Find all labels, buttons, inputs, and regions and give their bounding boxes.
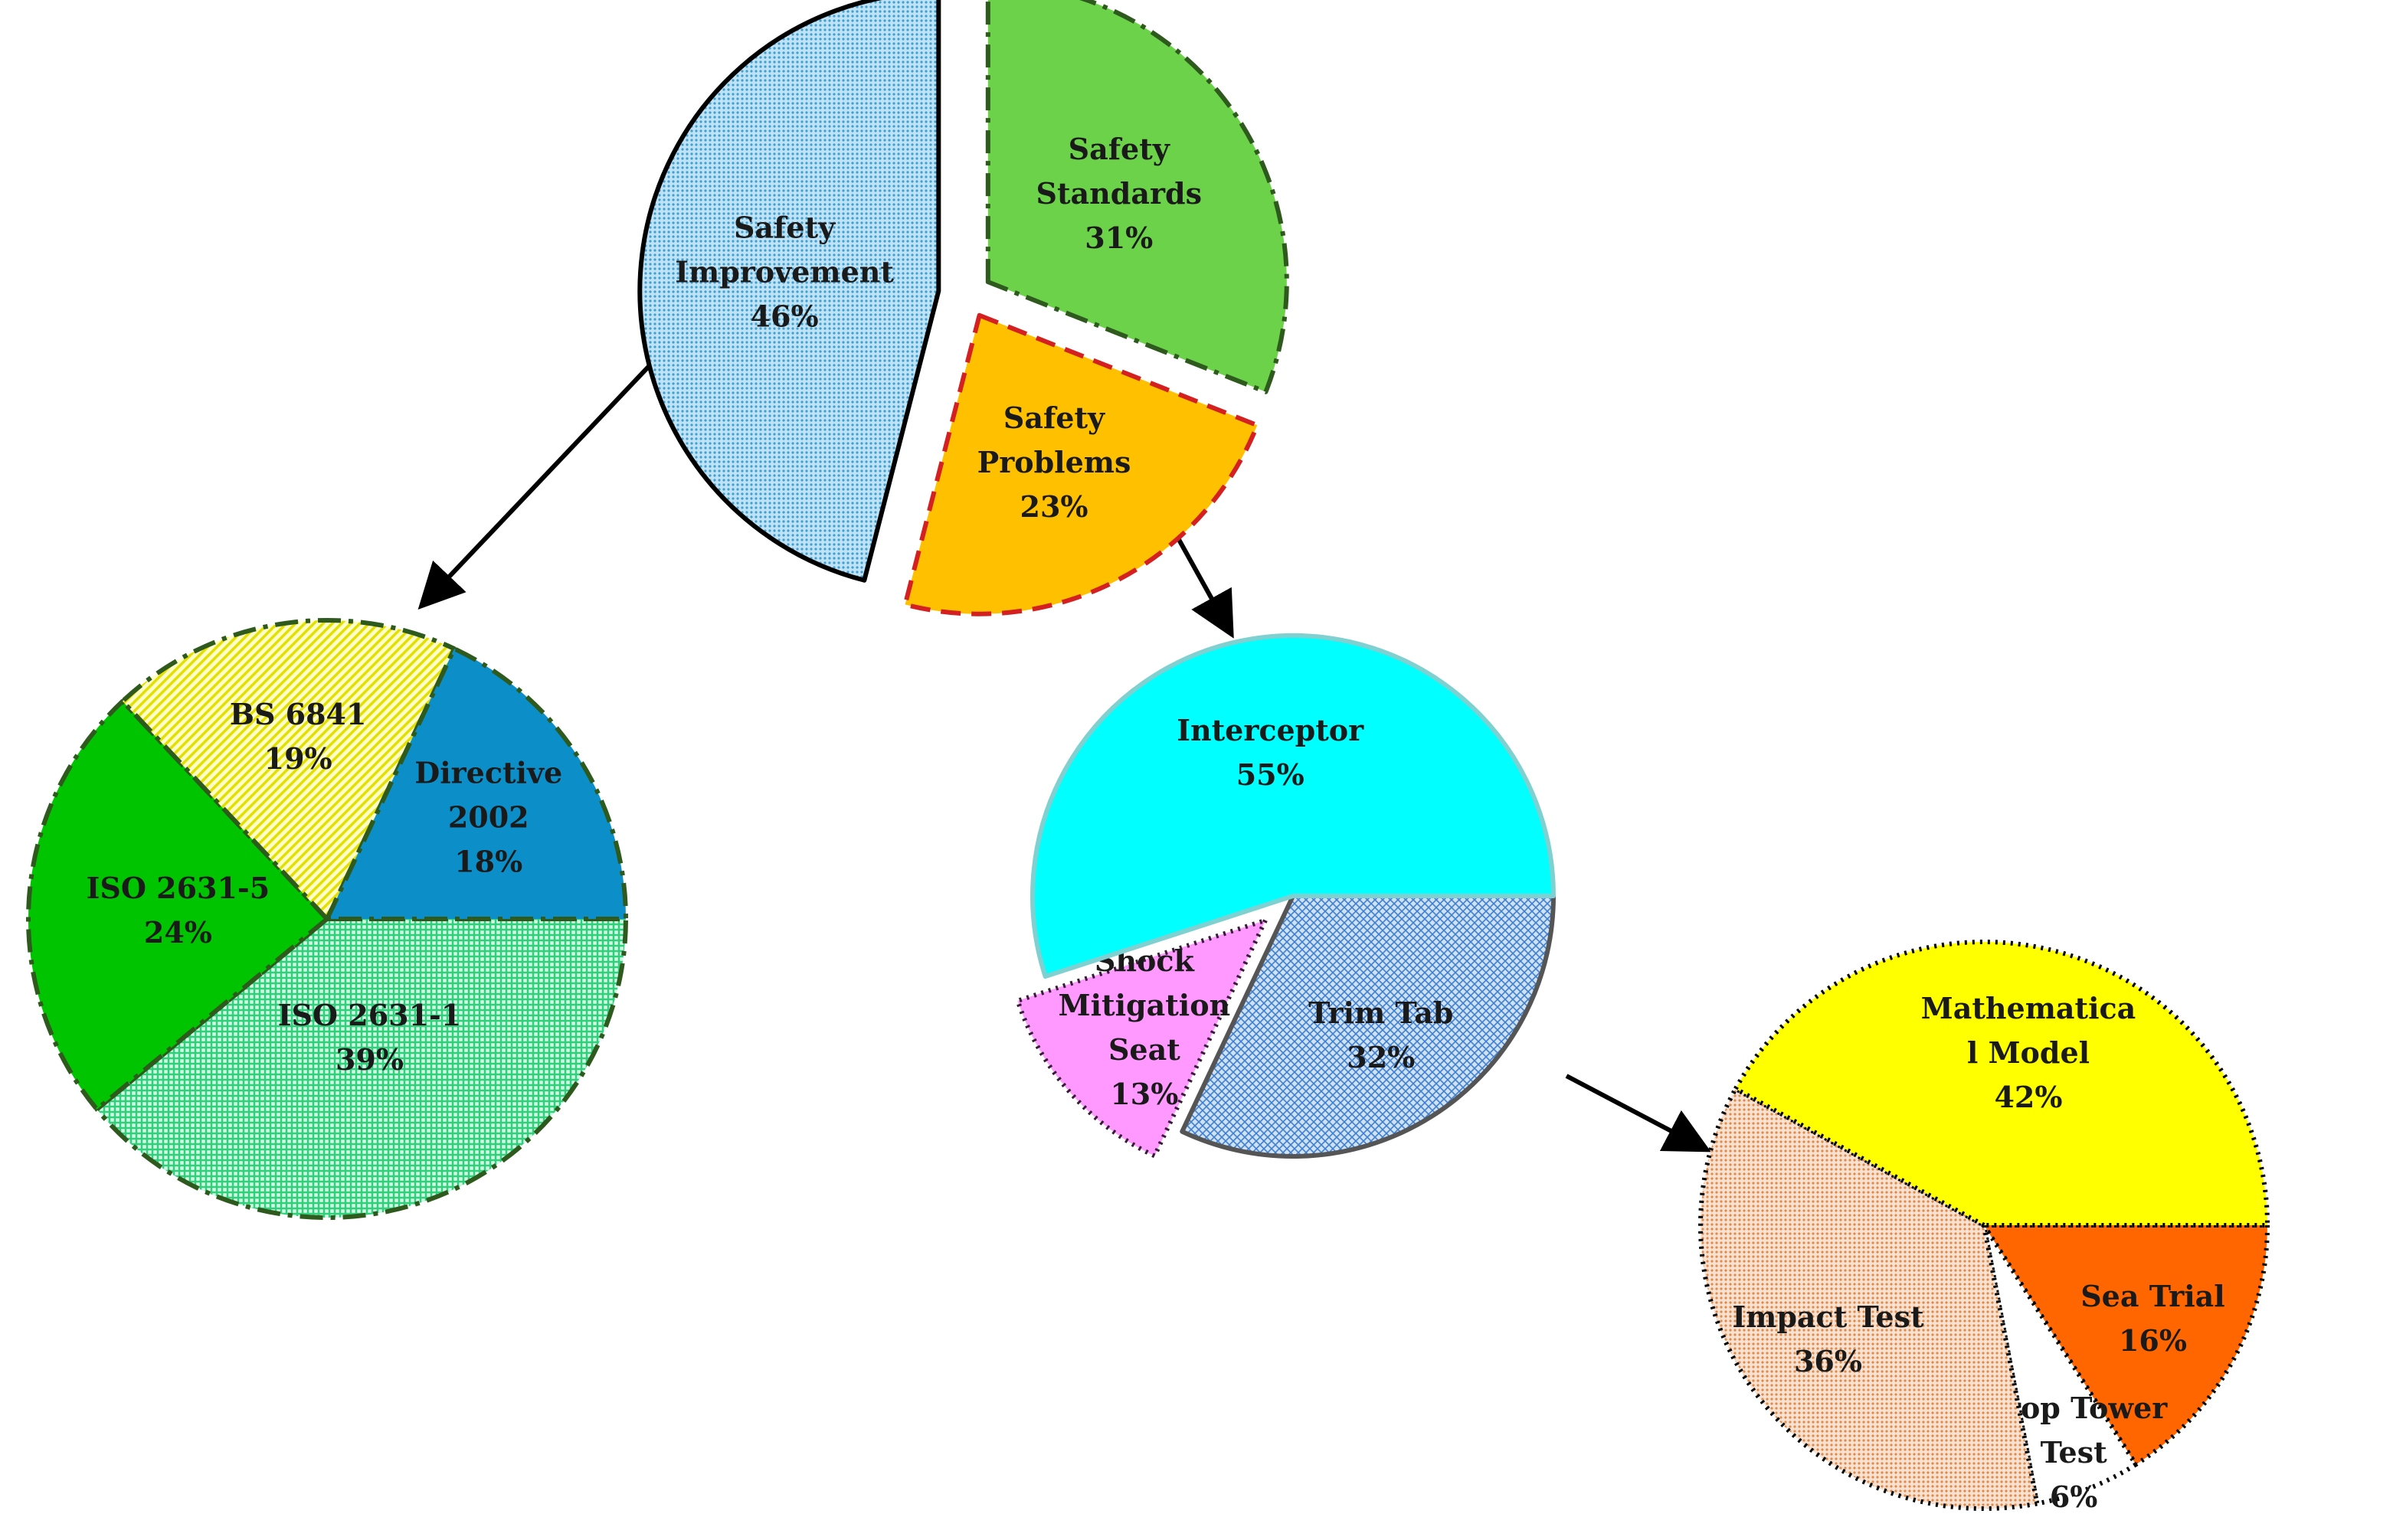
pie-slice — [985, 0, 1289, 394]
slice-label-line: Mathematica — [1921, 991, 2136, 1025]
slice-percent: 32% — [1347, 1040, 1415, 1074]
slice-label-line: Safety — [1069, 132, 1170, 166]
slice-label-line: Improvement — [675, 255, 894, 289]
pie-slice — [1030, 633, 1556, 979]
slice-label: Mathematica l Model 42% — [1921, 991, 2136, 1114]
slice-label-line: Safety — [734, 211, 836, 245]
slice-label-line: l Model — [1967, 1035, 2090, 1070]
slice-label: Impact Test 36% — [1732, 1300, 1924, 1378]
arrow-improvement — [1171, 528, 1234, 639]
arrow-seat — [1565, 1074, 1711, 1153]
slice-percent: 36% — [1794, 1344, 1862, 1378]
pie-standards: ISO 2631-1 39% ISO 2631-5 24% BS 6841 19% Dire… — [26, 618, 628, 1220]
pie-slice — [1982, 1223, 2270, 1467]
slice-percent: 6% — [2050, 1480, 2098, 1514]
slice-percent: 19% — [264, 741, 332, 776]
slice-label-line: BS 6841 — [230, 697, 367, 731]
slice-label-line: Directive — [414, 755, 562, 790]
pie-slice — [637, 0, 941, 583]
slice-label-line: ISO 2631-1 — [278, 998, 462, 1032]
slice-label: Directive 2002 18% — [414, 755, 562, 878]
pie-slice — [1180, 894, 1556, 1159]
slice-percent: 24% — [144, 915, 212, 950]
pie-slice — [1982, 1223, 2139, 1506]
pie-slice — [325, 646, 628, 921]
pie-slice — [1733, 940, 2270, 1228]
slice-label-line: Problems — [977, 445, 1131, 479]
slice-label-line: Interceptor — [1177, 713, 1364, 747]
pie-slice — [1698, 1086, 2040, 1511]
slice-percent: 42% — [1994, 1080, 2062, 1114]
slice-label: Trim Tab 32% — [1308, 996, 1453, 1074]
slice-percent: 46% — [751, 299, 819, 334]
slice-percent: 39% — [336, 1042, 404, 1077]
slice-label-line: Impact Test — [1732, 1300, 1924, 1334]
slice-label-line: Seat — [1108, 1032, 1180, 1067]
slice-label-line: Sea Trial — [2080, 1279, 2225, 1313]
slice-label-line: Test — [2041, 1435, 2107, 1470]
slice-percent: 13% — [1110, 1077, 1178, 1111]
slice-percent: 18% — [454, 844, 522, 878]
arrow-standards — [417, 344, 670, 610]
slice-percent: 23% — [1020, 489, 1088, 524]
slice-label-line: 2002 — [448, 799, 529, 834]
slice-percent: 31% — [1085, 221, 1153, 255]
slice-label: BS 6841 19% — [230, 697, 367, 776]
pie-slice — [1015, 917, 1268, 1159]
slice-label: Interceptor 55% — [1177, 713, 1364, 792]
slice-label-line: Mitigation — [1059, 988, 1231, 1022]
pie-slice — [902, 312, 1260, 616]
slice-label: ISO 2631-5 24% — [87, 871, 270, 950]
slice-label-line: Safety — [1003, 401, 1105, 435]
pie-slice — [94, 917, 628, 1220]
connector-arrows — [417, 344, 1711, 1153]
slice-label-line: Trim Tab — [1308, 996, 1453, 1030]
slice-percent: 16% — [2119, 1323, 2187, 1358]
slice-label: Sea Trial 16% — [2080, 1279, 2225, 1358]
slice-label-line: ISO 2631-5 — [87, 871, 270, 905]
slice-percent: 55% — [1236, 757, 1305, 792]
pie-slice — [120, 618, 457, 921]
slice-label: ISO 2631-1 39% — [278, 998, 462, 1077]
pie-slice — [26, 698, 329, 1112]
slice-label-line: Standards — [1036, 176, 1202, 211]
